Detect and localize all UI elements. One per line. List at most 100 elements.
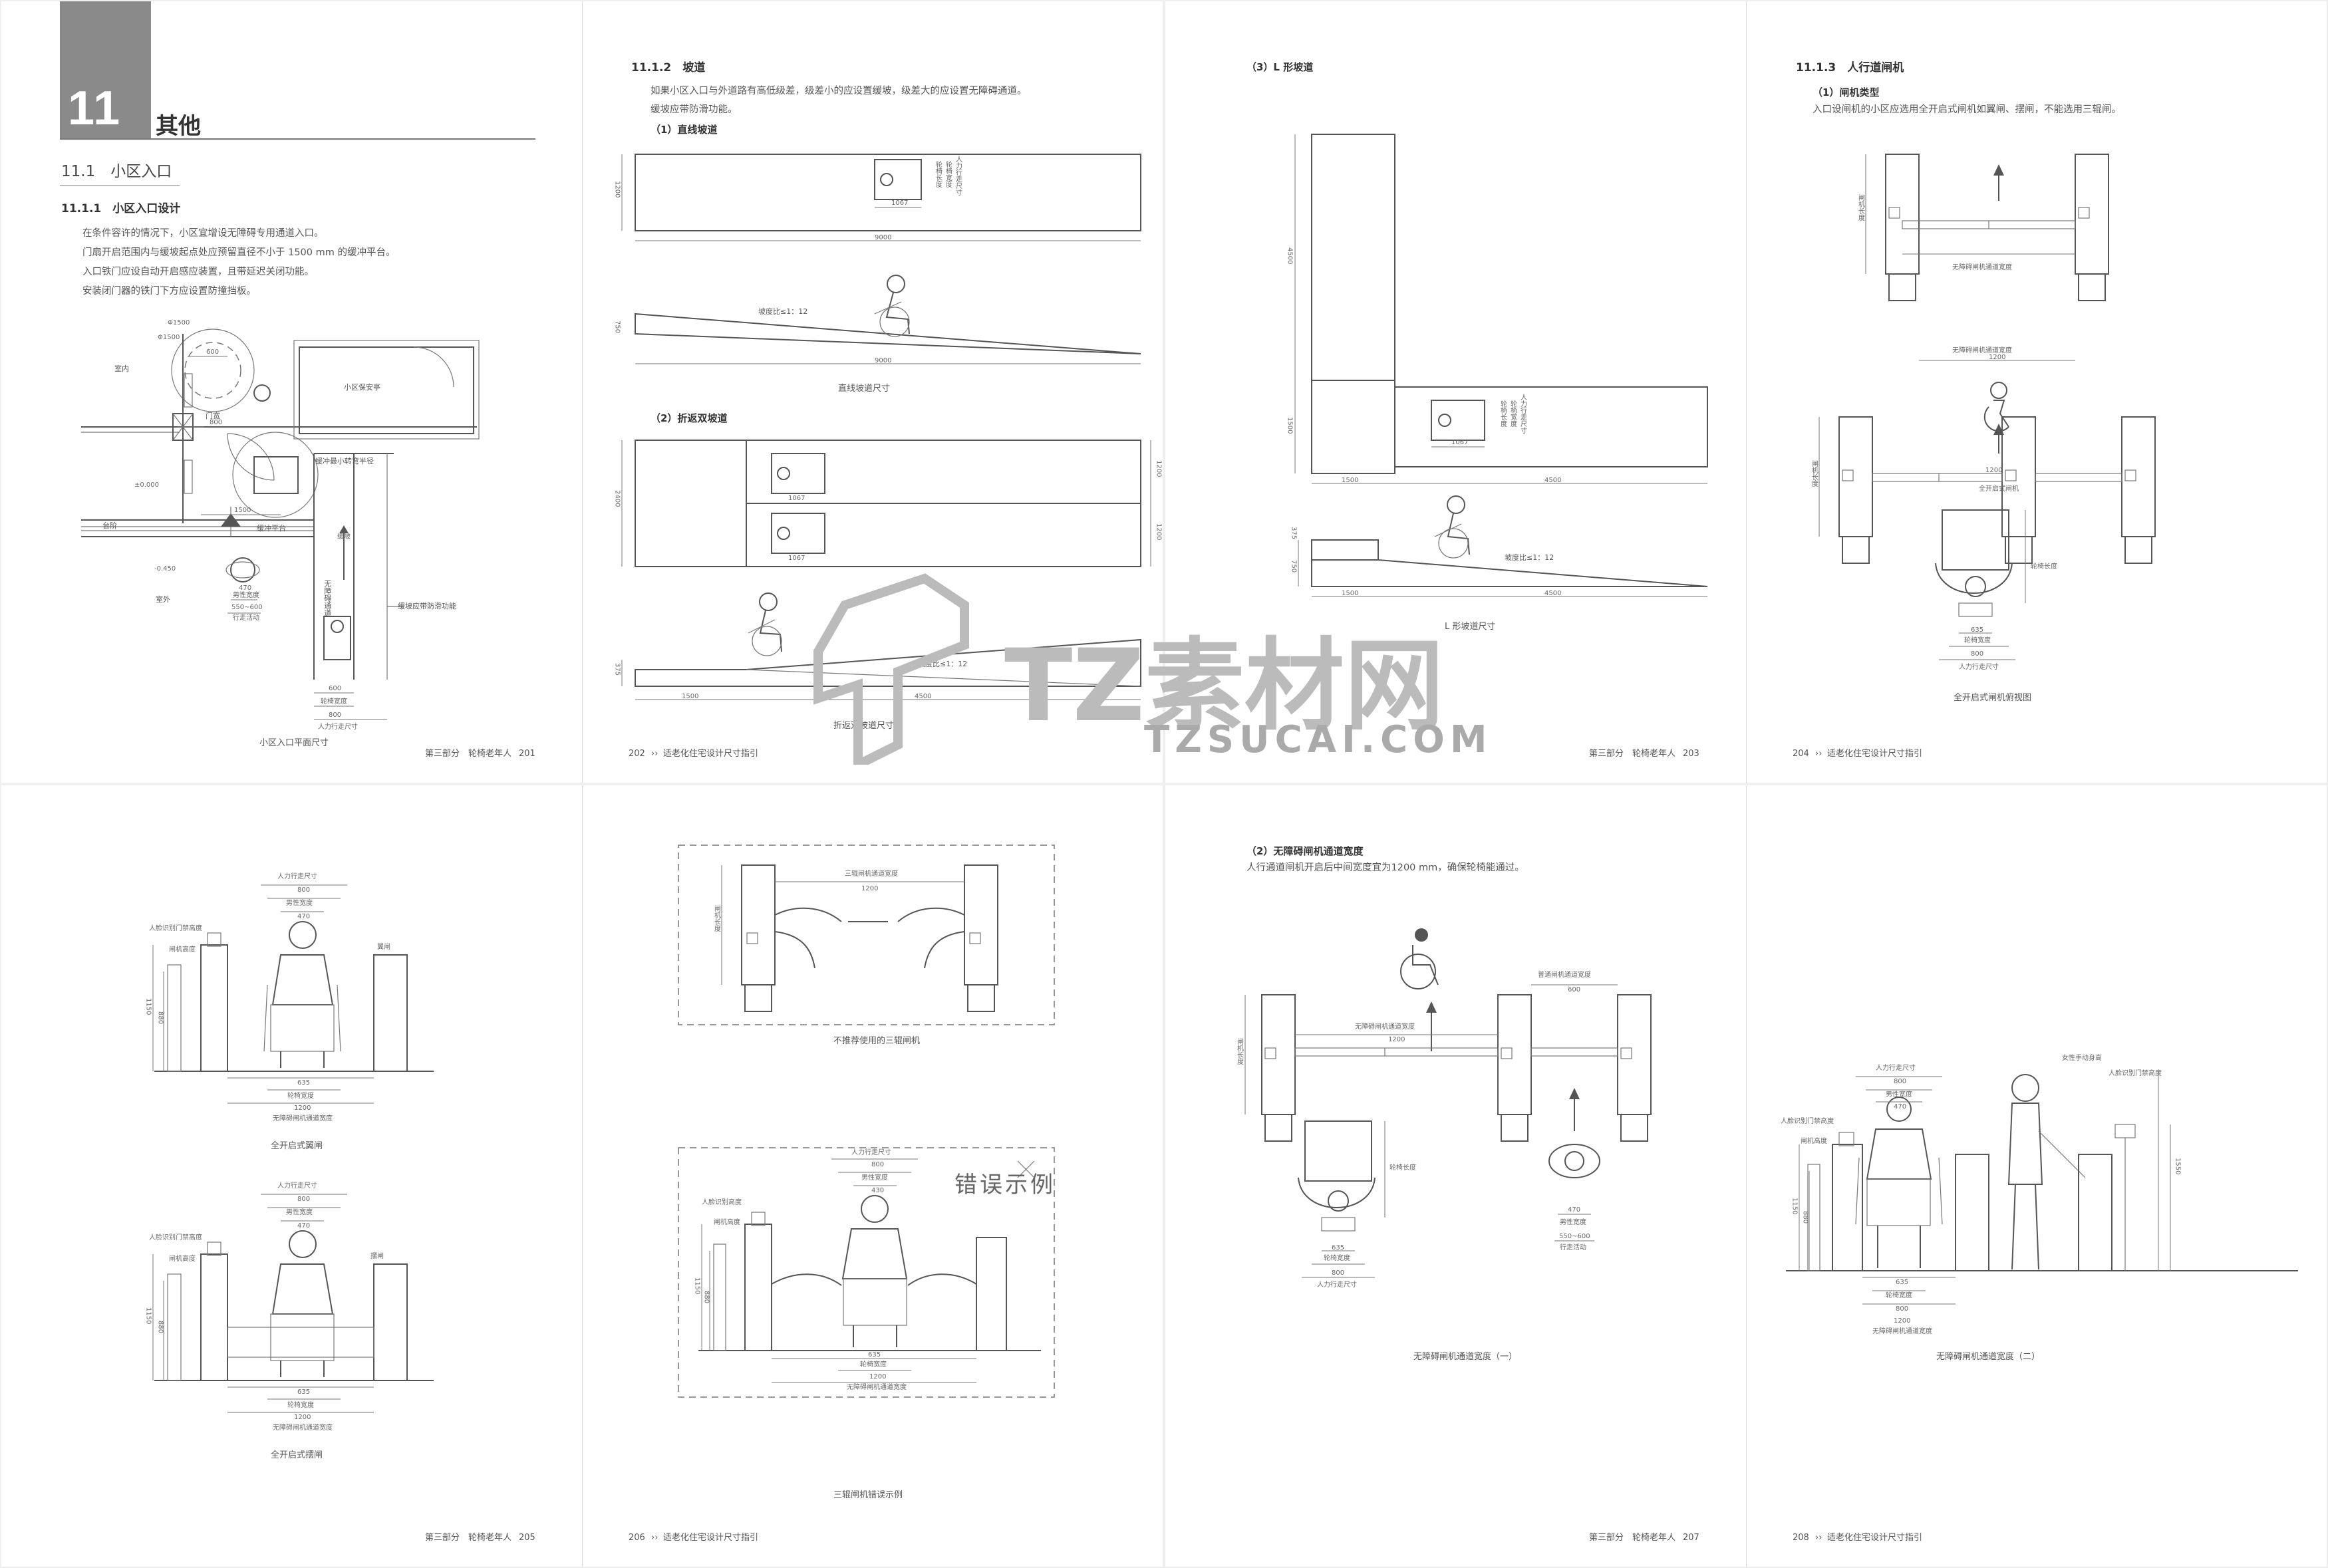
page-204: 11.1.3 人行道闸机 （1）闸机类型 入口设闸机的小区应选用全开启式闸机如翼…	[1746, 1, 2327, 783]
spread-207-208: （2）无障碍闸机通道宽度 人行通道闸机开启后中间宽度宜为1200 mm，确保轮椅…	[1165, 785, 2327, 1567]
footer-arrow: ››	[1815, 749, 1822, 759]
dimension-label: 800	[297, 1196, 311, 1203]
dimension-label: 800	[871, 1161, 885, 1168]
dimension-label: 635	[1332, 1244, 1345, 1251]
heading: （3）L 形坡道	[1246, 61, 1314, 73]
wheelchair-width-label: 轮椅宽度	[321, 698, 347, 706]
dimension-label: 1500	[1342, 590, 1359, 597]
page-number: 205	[519, 1533, 535, 1543]
footer-book: 适老化住宅设计尺寸指引	[1827, 749, 1923, 759]
footer-book: 适老化住宅设计尺寸指引	[663, 749, 759, 759]
power-walk-label: 人力行走尺寸	[277, 1182, 317, 1190]
page-207: （2）无障碍闸机通道宽度 人行通道闸机开启后中间宽度宜为1200 mm，确保轮椅…	[1165, 785, 1746, 1567]
face-id-height-label: 人脸识别门禁高度	[149, 925, 202, 932]
gate-height-label: 闸机高度	[714, 1219, 740, 1226]
dimension-label: 1200	[294, 1414, 311, 1421]
chapter-title: 其他	[156, 113, 201, 140]
section-title: 11.1 小区入口	[61, 163, 172, 180]
male-width-label: 男性宽度	[861, 1174, 888, 1182]
page-number: 206	[629, 1533, 645, 1543]
entrance-plan-drawing	[81, 328, 480, 720]
page-205: 人力行走尺寸 800 男性宽度 470 人脸识别门禁高度 闸机高度 翼闸 115…	[1, 785, 582, 1567]
figure-caption: L 形坡道尺寸	[1445, 622, 1496, 632]
spread-203-204: （3）L 形坡道 4500 1500 1500 4500 1067	[1165, 1, 2327, 783]
channel-width-label: 无障碍闸机通道宽度	[1952, 347, 2012, 354]
page-number: 201	[519, 749, 535, 759]
dimension-label: 635	[1971, 626, 1984, 634]
chapter-number: 11	[68, 82, 122, 135]
paragraph: 缓坡应带防滑功能。	[651, 104, 738, 115]
dimension-label: 1200	[613, 181, 621, 198]
dimension-label: 600	[1568, 986, 1581, 993]
page-number: 204	[1793, 749, 1809, 759]
figure-caption: 小区入口平面尺寸	[259, 738, 329, 748]
walk-label: 行走活动	[233, 614, 259, 622]
dimension-label: 375	[1290, 527, 1298, 540]
channel-width-label: 无障碍闸机通道宽度	[273, 1424, 333, 1432]
dimension-label: 1200	[1985, 467, 2003, 474]
power-walk-label: 人力行走尺寸	[1519, 394, 1527, 434]
footer-part: 第三部分 轮椅老年人	[425, 749, 512, 759]
male-width-label: 男性宽度	[286, 900, 313, 907]
dimension-label: 9000	[875, 357, 892, 364]
paragraph: 入口铁门应设自动开启感应装置，且带延迟关闭功能。	[82, 267, 314, 277]
wheelchair-length-label: 轮椅长度	[934, 161, 942, 188]
wheelchair-length-label: 轮椅长度	[2031, 563, 2057, 571]
dimension-label: 1200	[294, 1105, 311, 1112]
dimension-label: 880	[156, 1011, 164, 1025]
dimension-label: 4500	[1544, 590, 1562, 597]
dimension-label: 800	[210, 419, 223, 426]
channel-width-label: 无障碍闸机通道宽度	[847, 1384, 907, 1391]
gate-length-label: 闸机长度	[1810, 460, 1818, 487]
wheelchair-width-label: 轮椅宽度	[287, 1093, 314, 1100]
gate-height-label: 闸机高度	[169, 1255, 196, 1263]
footer-part: 第三部分 轮椅老年人	[1589, 749, 1676, 759]
footer-arrow: ››	[1815, 1533, 1822, 1543]
gutter	[582, 785, 583, 1567]
guard-booth-label: 小区保安亭	[344, 383, 380, 392]
swing-gate-label: 摆闸	[370, 1253, 384, 1260]
face-id-height-label: 人脸识别高度	[702, 1199, 742, 1206]
subsection-title: 11.1.1 小区入口设计	[61, 202, 181, 215]
footer-arrow: ››	[651, 749, 658, 759]
paragraph: 如果小区入口与外道路有高低级差，级差小的应设置缓坡，级差大的应设置无障碍通道。	[651, 86, 1027, 96]
dimension-label: 1200	[1155, 523, 1163, 541]
dimension-label: 800	[1894, 1078, 1907, 1085]
elevation-label: ±0.000	[134, 481, 160, 489]
chapter-rule	[60, 138, 535, 140]
wheelchair-width-label: 轮椅宽度	[1964, 637, 1991, 644]
normal-channel-label: 普通闸机通道宽度	[1538, 972, 1591, 979]
figure-caption: 全开启式闸机俯视图	[1954, 693, 2032, 703]
dimension-label: 600	[206, 348, 219, 356]
power-walk-label: 人力行走尺寸	[1959, 664, 1999, 671]
dimension-label: 2400	[613, 490, 621, 507]
dimension-label: 1500	[1286, 417, 1294, 434]
dimension-label: 880	[1801, 1211, 1809, 1224]
dimension-label: 1150	[144, 998, 152, 1015]
figure-caption: 无障碍闸机通道宽度（二）	[1936, 1352, 2041, 1362]
page-number: 203	[1683, 749, 1699, 759]
wheelchair-width-label: 轮椅宽度	[287, 1402, 314, 1409]
face-id-height-label: 人脸识别门禁高度	[1781, 1118, 1834, 1125]
dimension-label: 470	[1568, 1206, 1581, 1214]
wing-gate-elevation-drawing	[152, 884, 434, 1413]
dimension-label: 1200	[1155, 460, 1163, 477]
turnstile-drawings	[678, 845, 1055, 1398]
dimension-label: 550~600	[1559, 1233, 1590, 1240]
dimension-label: 880	[156, 1321, 164, 1334]
page-202: 11.1.2 坡道 如果小区入口与外道路有高低级差，级差小的应设置缓坡，级差大的…	[582, 1, 1163, 783]
heading: （2）折返双坡道	[651, 412, 728, 424]
figure-caption: 无障碍闸机通道宽度（一）	[1413, 1352, 1518, 1362]
paragraph: 人行通道闸机开启后中间宽度宜为1200 mm，确保轮椅能通过。	[1246, 862, 1525, 873]
figure-caption: 全开启式摆闸	[271, 1450, 323, 1460]
dimension-label: 635	[1896, 1279, 1909, 1286]
wheelchair-width-label: 轮椅宽度	[1324, 1255, 1350, 1262]
face-id-height-label: 人脸识别门禁高度	[2109, 1070, 2162, 1077]
chapter-tab	[60, 1, 151, 138]
dimension-label: 1150	[693, 1277, 701, 1295]
power-walk-label: 人力行走尺寸	[1317, 1281, 1357, 1289]
figure-caption: 不推荐使用的三辊闸机	[833, 1036, 921, 1046]
dimension-label: 430	[871, 1187, 885, 1194]
gate-height-label: 闸机高度	[1801, 1138, 1827, 1145]
channel-width-label: 无障碍闸机通道宽度	[273, 1115, 333, 1122]
